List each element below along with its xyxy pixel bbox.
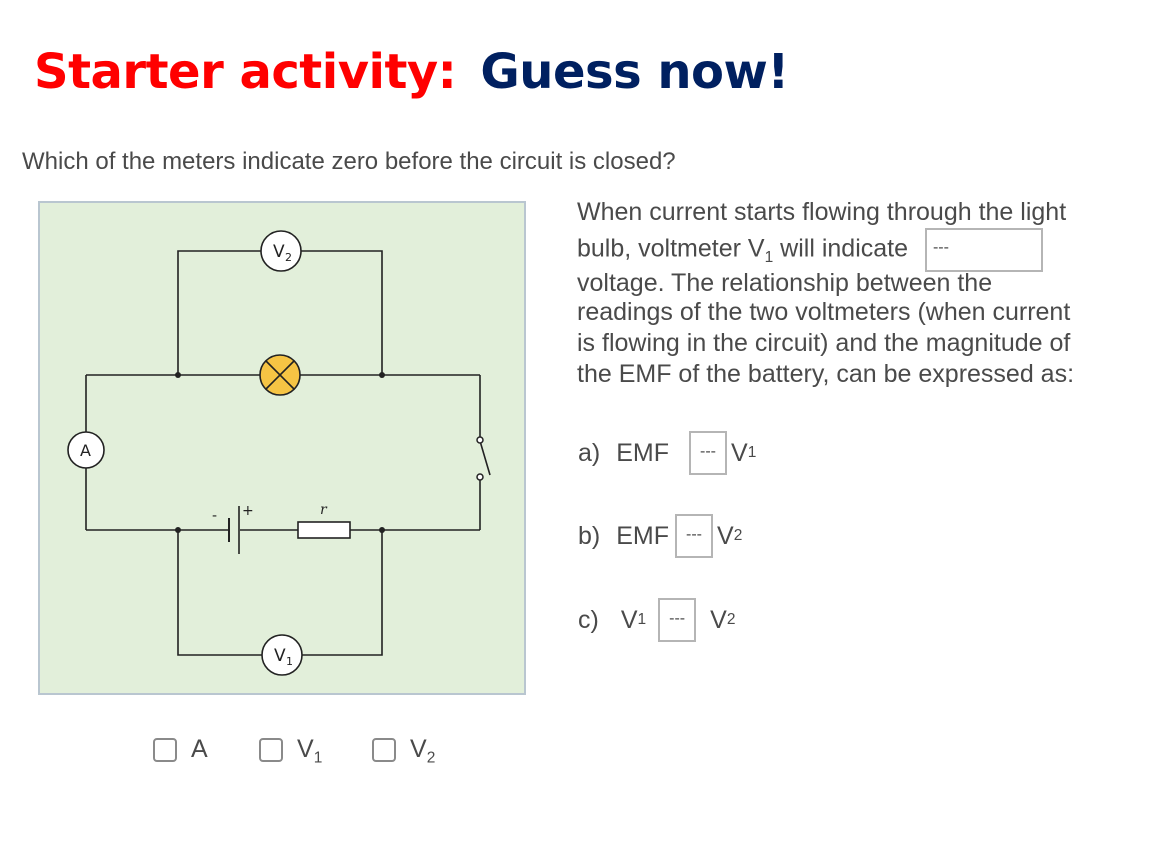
choice-v1-sub: 1 [313, 749, 323, 767]
option-a-right: V [731, 438, 748, 467]
checkbox-ammeter[interactable] [153, 737, 177, 762]
circuit-diagram: - + r V 2 V 1 A [38, 201, 526, 695]
voltage-answer-field[interactable]: --- [924, 228, 1043, 272]
option-c-right: V [710, 605, 727, 634]
voltmeter-v2 [260, 230, 302, 272]
para-line-6: the EMF of the battery, can be expressed… [577, 360, 1075, 388]
voltmeter-v2-label: V [273, 242, 285, 262]
checkbox-v2[interactable] [372, 737, 396, 762]
para-line-3: voltage. The relationship between the [577, 269, 993, 297]
para-line-5: is flowing in the circuit) and the magni… [577, 329, 1071, 357]
para-line-2: bulb, voltmeter V1 will indicate --- [577, 228, 1137, 272]
option-c-prefix: c) [578, 605, 599, 634]
title-guess: Guess now! [480, 44, 789, 100]
para-line-2b: will indicate [773, 234, 908, 263]
option-a-left: EMF [616, 438, 670, 467]
battery-symbol [228, 506, 240, 554]
battery-minus: - [212, 508, 217, 524]
option-a-prefix: a) [578, 438, 601, 467]
option-b-field[interactable]: --- [675, 514, 714, 558]
title-starter: Starter activity: [34, 44, 457, 100]
resistor-label: r [320, 502, 328, 518]
voltmeter-v1 [261, 634, 303, 676]
para-line-2-sub: 1 [764, 249, 774, 267]
question-text: Which of the meters indicate zero before… [22, 148, 676, 175]
voltmeter-v1-sub: 1 [286, 655, 293, 668]
ammeter [67, 431, 105, 469]
ammeter-label: A [80, 441, 91, 460]
para-line-2a: bulb, voltmeter V [577, 234, 765, 263]
voltmeter-v2-sub: 2 [285, 251, 292, 264]
choice-v2-label: V [410, 735, 427, 763]
option-a-field[interactable]: --- [689, 431, 728, 475]
option-b-prefix: b) [578, 521, 601, 550]
explanation-paragraph: When current starts flowing through the … [577, 197, 1137, 390]
battery-plus: + [242, 503, 254, 519]
voltmeter-v1-label: V [274, 646, 286, 666]
choice-ammeter-label: A [191, 735, 208, 763]
option-c-left: V [620, 605, 638, 634]
junction-dots [175, 372, 385, 533]
option-b-left: EMF [616, 521, 670, 550]
checkbox-v1[interactable] [259, 737, 283, 762]
choice-ammeter[interactable]: A [153, 735, 208, 764]
choice-v1[interactable]: V1 [259, 735, 323, 767]
circuit-wires [85, 250, 491, 656]
slide-title: Starter activity: Guess now! [34, 44, 789, 100]
choice-v2[interactable]: V2 [372, 735, 436, 767]
choice-v1-label: V [297, 735, 314, 763]
option-b-right: V [717, 521, 734, 550]
choice-v2-sub: 2 [426, 749, 436, 767]
option-c-field[interactable]: --- [658, 598, 697, 642]
para-line-1: When current starts flowing through the … [577, 198, 1067, 226]
lamp-symbol [259, 354, 301, 396]
para-line-4: readings of the two voltmeters (when cur… [577, 298, 1071, 326]
switch-contact-bottom [476, 473, 484, 481]
internal-resistor [297, 521, 351, 539]
switch-contact-top [476, 436, 484, 444]
